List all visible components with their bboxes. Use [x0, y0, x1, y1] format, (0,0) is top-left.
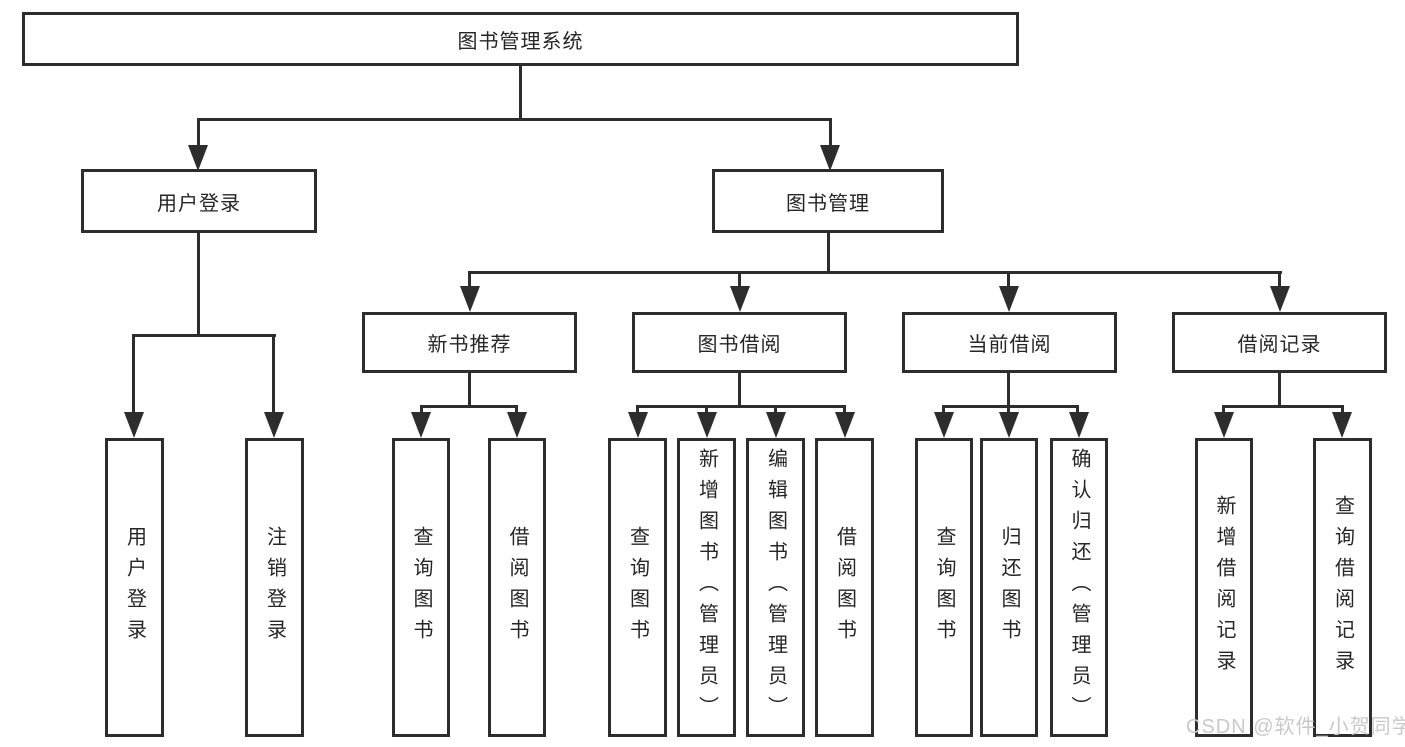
node-book-management-system: 图书管理系统: [22, 12, 1019, 66]
connector-line: [774, 405, 777, 415]
node-user-login: 用户登录: [81, 169, 317, 233]
arrowhead-down-icon: [507, 412, 527, 438]
arrowhead-down-icon: [1270, 286, 1290, 312]
arrowhead-down-icon: [999, 412, 1019, 438]
connector-line: [1007, 271, 1010, 289]
connector-line: [197, 118, 832, 121]
node-label: 图书管理系统: [457, 30, 584, 53]
connector-line: [829, 118, 832, 145]
node-label: 借阅记录: [1237, 334, 1322, 356]
connector-line: [1341, 405, 1344, 415]
connector-line: [468, 373, 471, 408]
connector-line: [1007, 373, 1010, 408]
connector-line: [132, 334, 135, 412]
node-borrow-records: 借阅记录: [1172, 312, 1387, 373]
connector-line: [843, 405, 846, 415]
arrowhead-down-icon: [820, 145, 840, 171]
connector-line: [636, 405, 639, 415]
connector-line: [1076, 405, 1079, 415]
node-label: 用户登录: [157, 192, 241, 215]
node-current-borrow: 当前借阅: [902, 312, 1117, 373]
arrowhead-down-icon: [188, 145, 208, 171]
node-return-book: 归还图书: [980, 438, 1038, 737]
connector-line: [197, 118, 200, 145]
arrowhead-down-icon: [264, 412, 284, 438]
node-label: 归还图书: [998, 525, 1020, 650]
node-label: 新书推荐: [427, 334, 512, 356]
connector-line: [197, 233, 200, 334]
node-label: 注销登录: [263, 525, 286, 650]
node-book-borrow: 图书借阅: [632, 312, 847, 373]
connector-line: [705, 405, 708, 415]
arrowhead-down-icon: [1332, 412, 1352, 438]
connector-line: [942, 405, 945, 415]
connector-line: [1278, 271, 1281, 289]
node-query-borrow-record: 查询借阅记录: [1313, 438, 1372, 737]
connector-line: [827, 233, 830, 271]
connector-line: [1222, 405, 1343, 408]
connector-line: [519, 66, 522, 120]
connector-line: [636, 405, 846, 408]
connector-line: [468, 271, 1282, 274]
arrowhead-down-icon: [999, 286, 1019, 312]
connector-line: [942, 405, 1079, 408]
connector-line: [1278, 373, 1281, 408]
node-query-books-recommend: 查询图书: [392, 438, 450, 737]
csdn-watermark: CSDN @软件_小贺同学: [1186, 716, 1405, 738]
node-label: 新增图书（管理员）: [695, 448, 718, 727]
node-label: 图书管理: [786, 192, 870, 215]
node-label: 借阅图书: [506, 525, 528, 650]
node-add-borrow-record: 新增借阅记录: [1195, 438, 1253, 737]
node-query-books-borrow: 查询图书: [608, 438, 667, 737]
arrowhead-down-icon: [1069, 412, 1089, 438]
arrowhead-down-icon: [460, 286, 480, 312]
node-label: 图书借阅: [697, 334, 782, 356]
connector-line: [468, 271, 471, 289]
connector-line: [738, 373, 741, 408]
arrowhead-down-icon: [628, 412, 648, 438]
node-edit-book-admin: 编辑图书（管理员）: [746, 438, 805, 737]
node-book-management: 图书管理: [712, 169, 944, 233]
connector-line: [132, 334, 276, 337]
node-label: 查询借阅记录: [1331, 494, 1354, 681]
node-label: 编辑图书（管理员）: [764, 448, 787, 727]
arrowhead-down-icon: [934, 412, 954, 438]
node-query-books-current: 查询图书: [915, 438, 973, 737]
node-borrow-books-leaf: 借阅图书: [815, 438, 874, 737]
node-label: 借阅图书: [833, 525, 856, 650]
node-label: 确认归还（管理员）: [1068, 448, 1090, 727]
connector-line: [738, 271, 741, 289]
arrowhead-down-icon: [411, 412, 431, 438]
arrowhead-down-icon: [730, 286, 750, 312]
connector-line: [420, 405, 423, 415]
node-label: 查询图书: [626, 525, 649, 650]
arrowhead-down-icon: [124, 412, 144, 438]
connector-line: [1222, 405, 1225, 415]
node-borrow-books-recommend: 借阅图书: [488, 438, 546, 737]
arrowhead-down-icon: [1214, 412, 1234, 438]
arrowhead-down-icon: [835, 412, 855, 438]
connector-line: [515, 405, 518, 415]
node-label: 用户登录: [123, 525, 146, 650]
connector-line: [420, 405, 518, 408]
arrowhead-down-icon: [697, 412, 717, 438]
node-add-book-admin: 新增图书（管理员）: [677, 438, 736, 737]
connector-line: [1007, 405, 1010, 415]
node-label: 查询图书: [410, 525, 432, 650]
node-logout: 注销登录: [245, 438, 304, 737]
node-label: 新增借阅记录: [1213, 494, 1235, 681]
node-user-login-leaf: 用户登录: [105, 438, 164, 737]
node-confirm-return-admin: 确认归还（管理员）: [1050, 438, 1108, 737]
connector-line: [272, 334, 275, 412]
arrowhead-down-icon: [766, 412, 786, 438]
node-label: 当前借阅: [967, 334, 1052, 356]
node-new-book-recommend: 新书推荐: [362, 312, 577, 373]
node-label: 查询图书: [933, 525, 955, 650]
